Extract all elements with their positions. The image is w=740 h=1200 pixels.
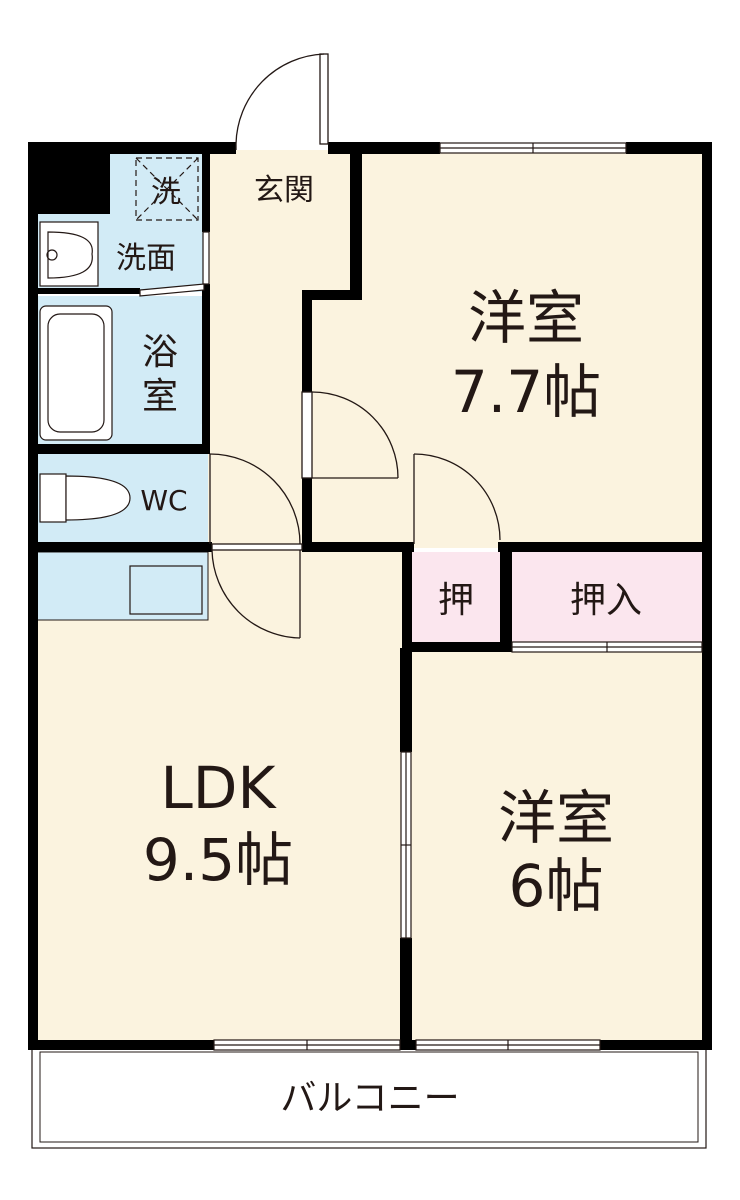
washroom-label: 洗面 [116, 241, 176, 276]
wall-right [702, 142, 712, 1050]
closet-large-label: 押入 [570, 580, 642, 621]
toilet-icon [39, 473, 131, 523]
wall-entrance-right [350, 150, 362, 300]
hallway-floor [208, 150, 356, 548]
pipe-shaft [28, 142, 110, 214]
toilet-door [209, 453, 301, 545]
wall-closet-small-left [402, 548, 412, 652]
labels: 洋室 7.7帖 洋室 6帖 LDK 9.5帖 玄関 洗 洗面 浴 室 WC 押 … [116, 173, 642, 1119]
wall-room1-left-2 [302, 478, 312, 552]
closet-small-floor [410, 552, 504, 644]
toilet-label: WC [140, 484, 187, 517]
wall-room1-bottom-1 [302, 542, 414, 552]
western-room-2-size: 6帖 [509, 852, 604, 920]
western-room-2-floor [406, 648, 706, 1044]
balcony-outline [31, 1045, 707, 1149]
kitchen-sink [129, 565, 203, 615]
wall-room1-bottom-2 [498, 542, 712, 552]
wall-bath-toilet [36, 444, 210, 454]
windows [139, 142, 703, 1051]
wall-wash-bath [36, 288, 140, 294]
wall-closet-small-bottom [402, 642, 512, 652]
wall-ldk-room2-2 [400, 938, 412, 1050]
wall-room1-notch [302, 290, 362, 300]
western-room-1-name: 洋室 [468, 284, 584, 352]
washer-box [135, 157, 199, 221]
washer-label: 洗 [151, 175, 181, 210]
wall-left [28, 142, 38, 1050]
wall-bottom-left [28, 1040, 214, 1050]
bath-label-line2: 室 [142, 376, 178, 417]
wall-toilet-kitchen [36, 542, 212, 552]
closet-large-floor [508, 552, 706, 644]
bath-label-line1: 浴 [142, 332, 178, 373]
closet-small-label: 押 [438, 580, 474, 621]
bath-door [139, 283, 205, 297]
wall-closet-divider [500, 548, 512, 650]
bathtub-icon [39, 305, 113, 441]
ldk-size: 9.5帖 [143, 826, 293, 894]
washroom-sliding-door [202, 231, 210, 285]
entrance-door [235, 53, 329, 150]
western-room-2-name: 洋室 [498, 784, 614, 852]
wall-top-right [626, 142, 712, 154]
wall-room1-left-1 [302, 290, 312, 392]
room1-door [301, 391, 399, 479]
wall-top-mid [328, 142, 440, 154]
balcony-label: バルコニー [280, 1078, 459, 1119]
wall-bottom-right [600, 1040, 712, 1050]
closet-small-door [413, 453, 501, 544]
western-room-1-floor [306, 150, 706, 548]
western-room-1-size: 7.7帖 [451, 358, 601, 426]
fixtures [39, 157, 199, 523]
wall-wet-right-1 [202, 150, 210, 232]
kitchen-counter [35, 551, 209, 621]
walls [28, 142, 712, 1050]
wash-basin-icon [39, 221, 99, 287]
ldk-name: LDK [160, 754, 277, 822]
doors [209, 53, 501, 639]
wall-wet-right-2 [202, 284, 210, 452]
ldk-door [211, 543, 303, 639]
balcony [31, 1045, 707, 1149]
wall-ldk-room2-1 [400, 648, 412, 752]
balcony-inner [39, 1051, 699, 1143]
entrance-label: 玄関 [254, 173, 314, 208]
ldk-floor [32, 548, 406, 1044]
